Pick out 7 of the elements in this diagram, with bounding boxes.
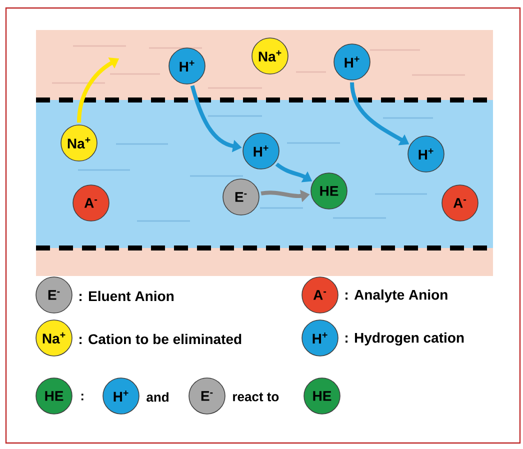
legend-text: and	[146, 392, 168, 402]
legend-text: : Eluent Anion	[80, 290, 174, 302]
legend-text: : Hydrogen cation	[346, 332, 464, 346]
legend-text: :	[81, 394, 84, 400]
legend-text: : Analyte Anion	[346, 289, 448, 303]
legend-text: react to	[233, 392, 279, 402]
legend-text: : Cation to be eliminated	[80, 334, 242, 344]
